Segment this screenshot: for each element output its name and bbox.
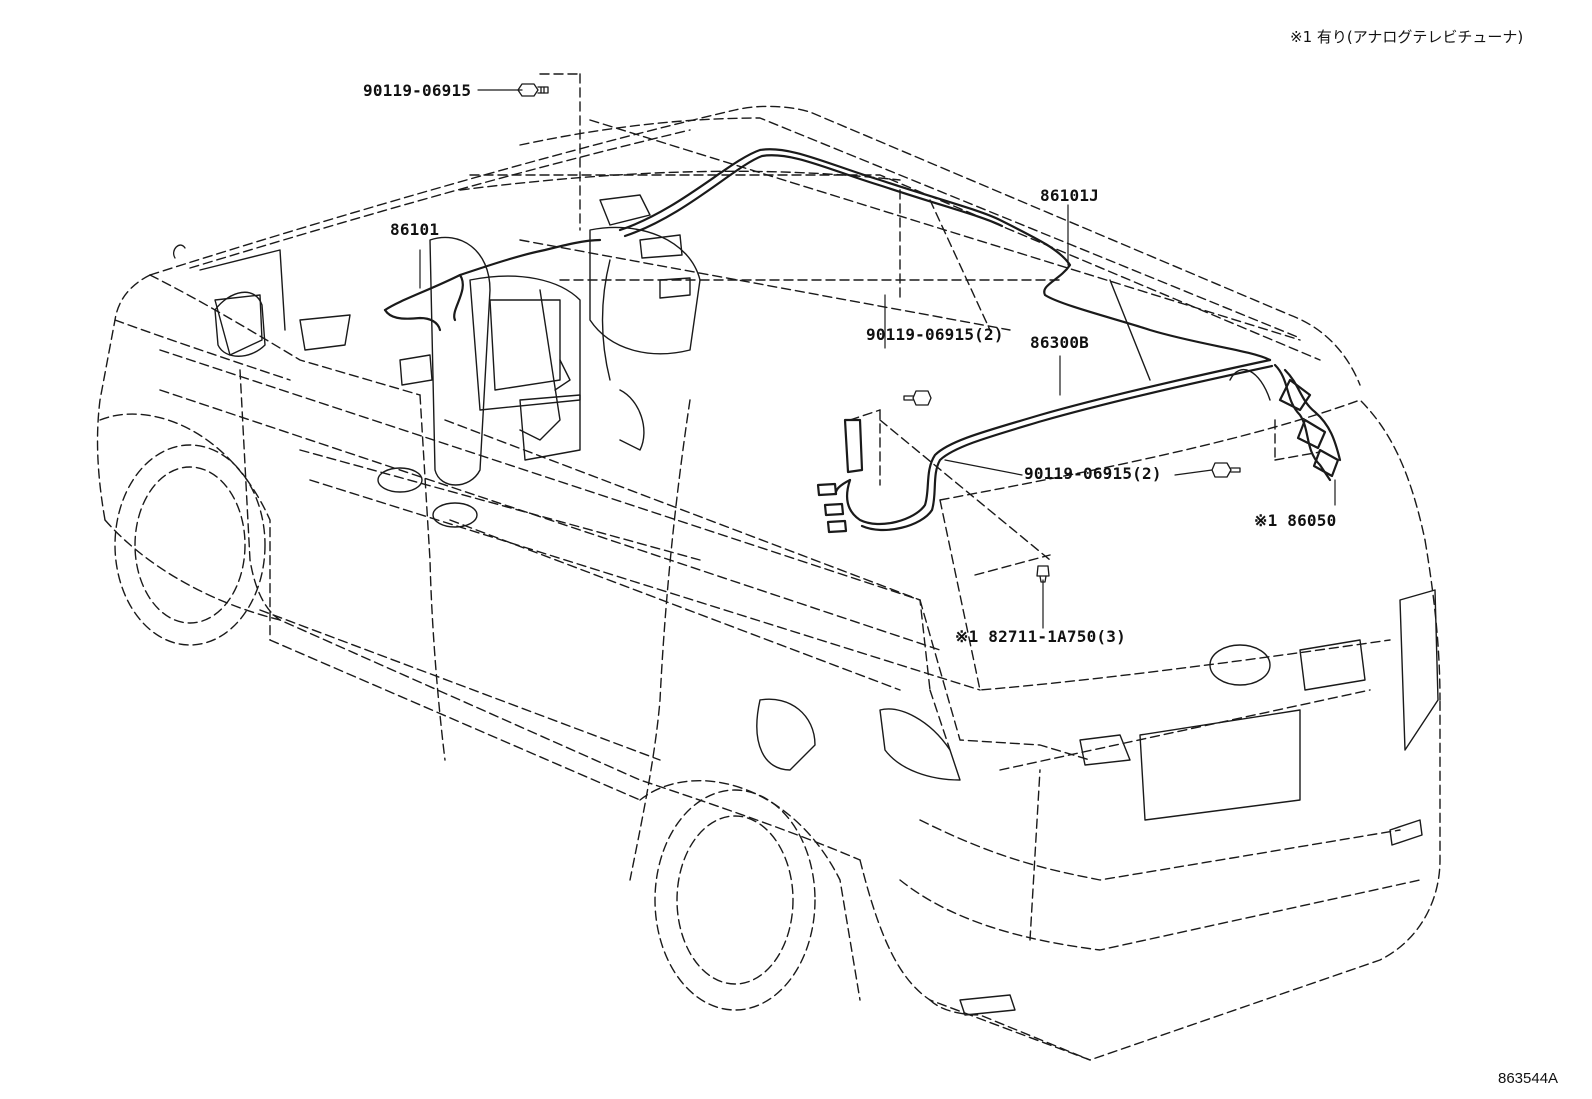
bolt-icon xyxy=(1211,462,1241,478)
part-label-bolt-rear[interactable]: 90119-06915(2) xyxy=(1024,464,1162,483)
part-label-harness-rear[interactable]: 86101J xyxy=(1040,186,1099,205)
part-label-harness-front[interactable]: 86101 xyxy=(390,220,440,239)
wire-harness xyxy=(383,148,1342,534)
diagram-code: 863544A xyxy=(1498,1070,1559,1087)
part-label-bolt-front[interactable]: 90119-06915 xyxy=(363,81,472,100)
leader-lines xyxy=(419,89,1336,629)
bolt-icon xyxy=(517,83,549,97)
body-outline xyxy=(96,73,1441,1061)
clip-icon xyxy=(1036,565,1050,583)
part-label-tuner[interactable]: ※1 86050 xyxy=(1254,511,1337,530)
part-label-clip[interactable]: ※1 82711-1A750(3) xyxy=(955,627,1126,646)
bolt-icon xyxy=(903,390,932,406)
legend-note: ※1 有り(アナログテレビチューナ) xyxy=(1290,28,1524,46)
part-label-antenna-cord[interactable]: 86300B xyxy=(1030,333,1089,352)
front-wheel xyxy=(99,413,271,646)
rear-wheel xyxy=(639,780,861,1011)
fastener-icons xyxy=(173,83,1241,583)
part-label-bolt-pillar[interactable]: 90119-06915(2) xyxy=(866,325,1004,344)
